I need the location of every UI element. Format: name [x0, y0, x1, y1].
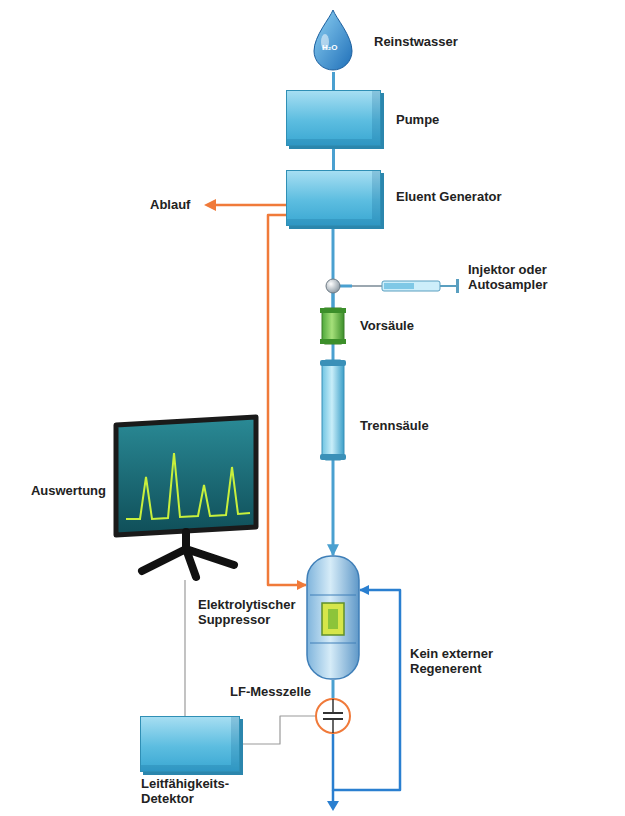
flow-connector [240, 716, 315, 744]
conductivity-detector: Leitfähigkeits-Detektor [140, 716, 240, 772]
monitor-drawing [116, 417, 256, 577]
suppressor-outline [307, 556, 359, 679]
membrane-block [322, 603, 344, 635]
separation-column-shape [319, 360, 347, 460]
membrane-core [328, 609, 338, 629]
suppressor: Elektrolytischer Suppressor [306, 555, 360, 680]
suppressor-seam [310, 595, 356, 596]
flow-connector [332, 344, 335, 360]
conductivity-cell: LF-Messzelle [315, 698, 351, 734]
component-label: Pumpe [396, 112, 439, 127]
flow-connector [332, 460, 335, 555]
column-cap [320, 360, 346, 366]
guard-column-shape [320, 308, 346, 344]
capacitor-symbol [316, 699, 350, 733]
water-drop: Reinstwasser [310, 8, 356, 72]
flow-connector [332, 680, 335, 698]
water-drop-shape [310, 8, 356, 72]
component-label: Reinstwasser [374, 34, 458, 49]
valve-symbol [326, 279, 340, 293]
drain-arrow [204, 199, 286, 211]
pump-box: Pumpe [286, 90, 381, 146]
component-label: Vorsäule [360, 318, 414, 333]
component-label: Auswertung [31, 483, 106, 498]
evaluation-monitor-shape [110, 415, 260, 580]
flow-connector [184, 580, 185, 716]
eluent-generator-box: Eluent Generator [286, 170, 381, 226]
injector-syringe-shape [352, 278, 460, 294]
evaluation-monitor: Auswertung [110, 415, 260, 580]
note-label: Kein externer Regenerent [410, 646, 522, 676]
component-label: LF-Messzelle [230, 684, 311, 699]
syringe-symbol [352, 279, 459, 293]
drain-label: Ablauf [150, 197, 190, 212]
suppressor-shape [306, 555, 360, 680]
component-label: Leitfähigkeits-Detektor [141, 776, 253, 806]
conductivity-cell-shape [315, 698, 351, 734]
outlet-arrow [327, 790, 339, 811]
separation-column: Trennsäule [319, 360, 347, 460]
guard-column: Vorsäule [320, 308, 346, 344]
formula-label: H₂O [322, 43, 338, 52]
column-cap [320, 308, 346, 313]
component-label: Injektor oder Autosampler [468, 262, 578, 292]
column-cap [320, 339, 346, 344]
flow-connector [268, 215, 306, 585]
column-outline [322, 308, 344, 344]
column-cap [320, 454, 346, 460]
drop-outline [314, 10, 352, 70]
flow-connector [332, 72, 335, 90]
component-label: Trennsäule [360, 418, 429, 433]
suppressor-seam [310, 643, 356, 644]
flow-connector [332, 146, 335, 170]
component-label: Elektrolytischer Suppressor [198, 597, 302, 627]
component-label: Eluent Generator [396, 189, 501, 204]
column-outline [322, 360, 344, 460]
injector-syringe: Injektor oder Autosampler [352, 278, 460, 294]
